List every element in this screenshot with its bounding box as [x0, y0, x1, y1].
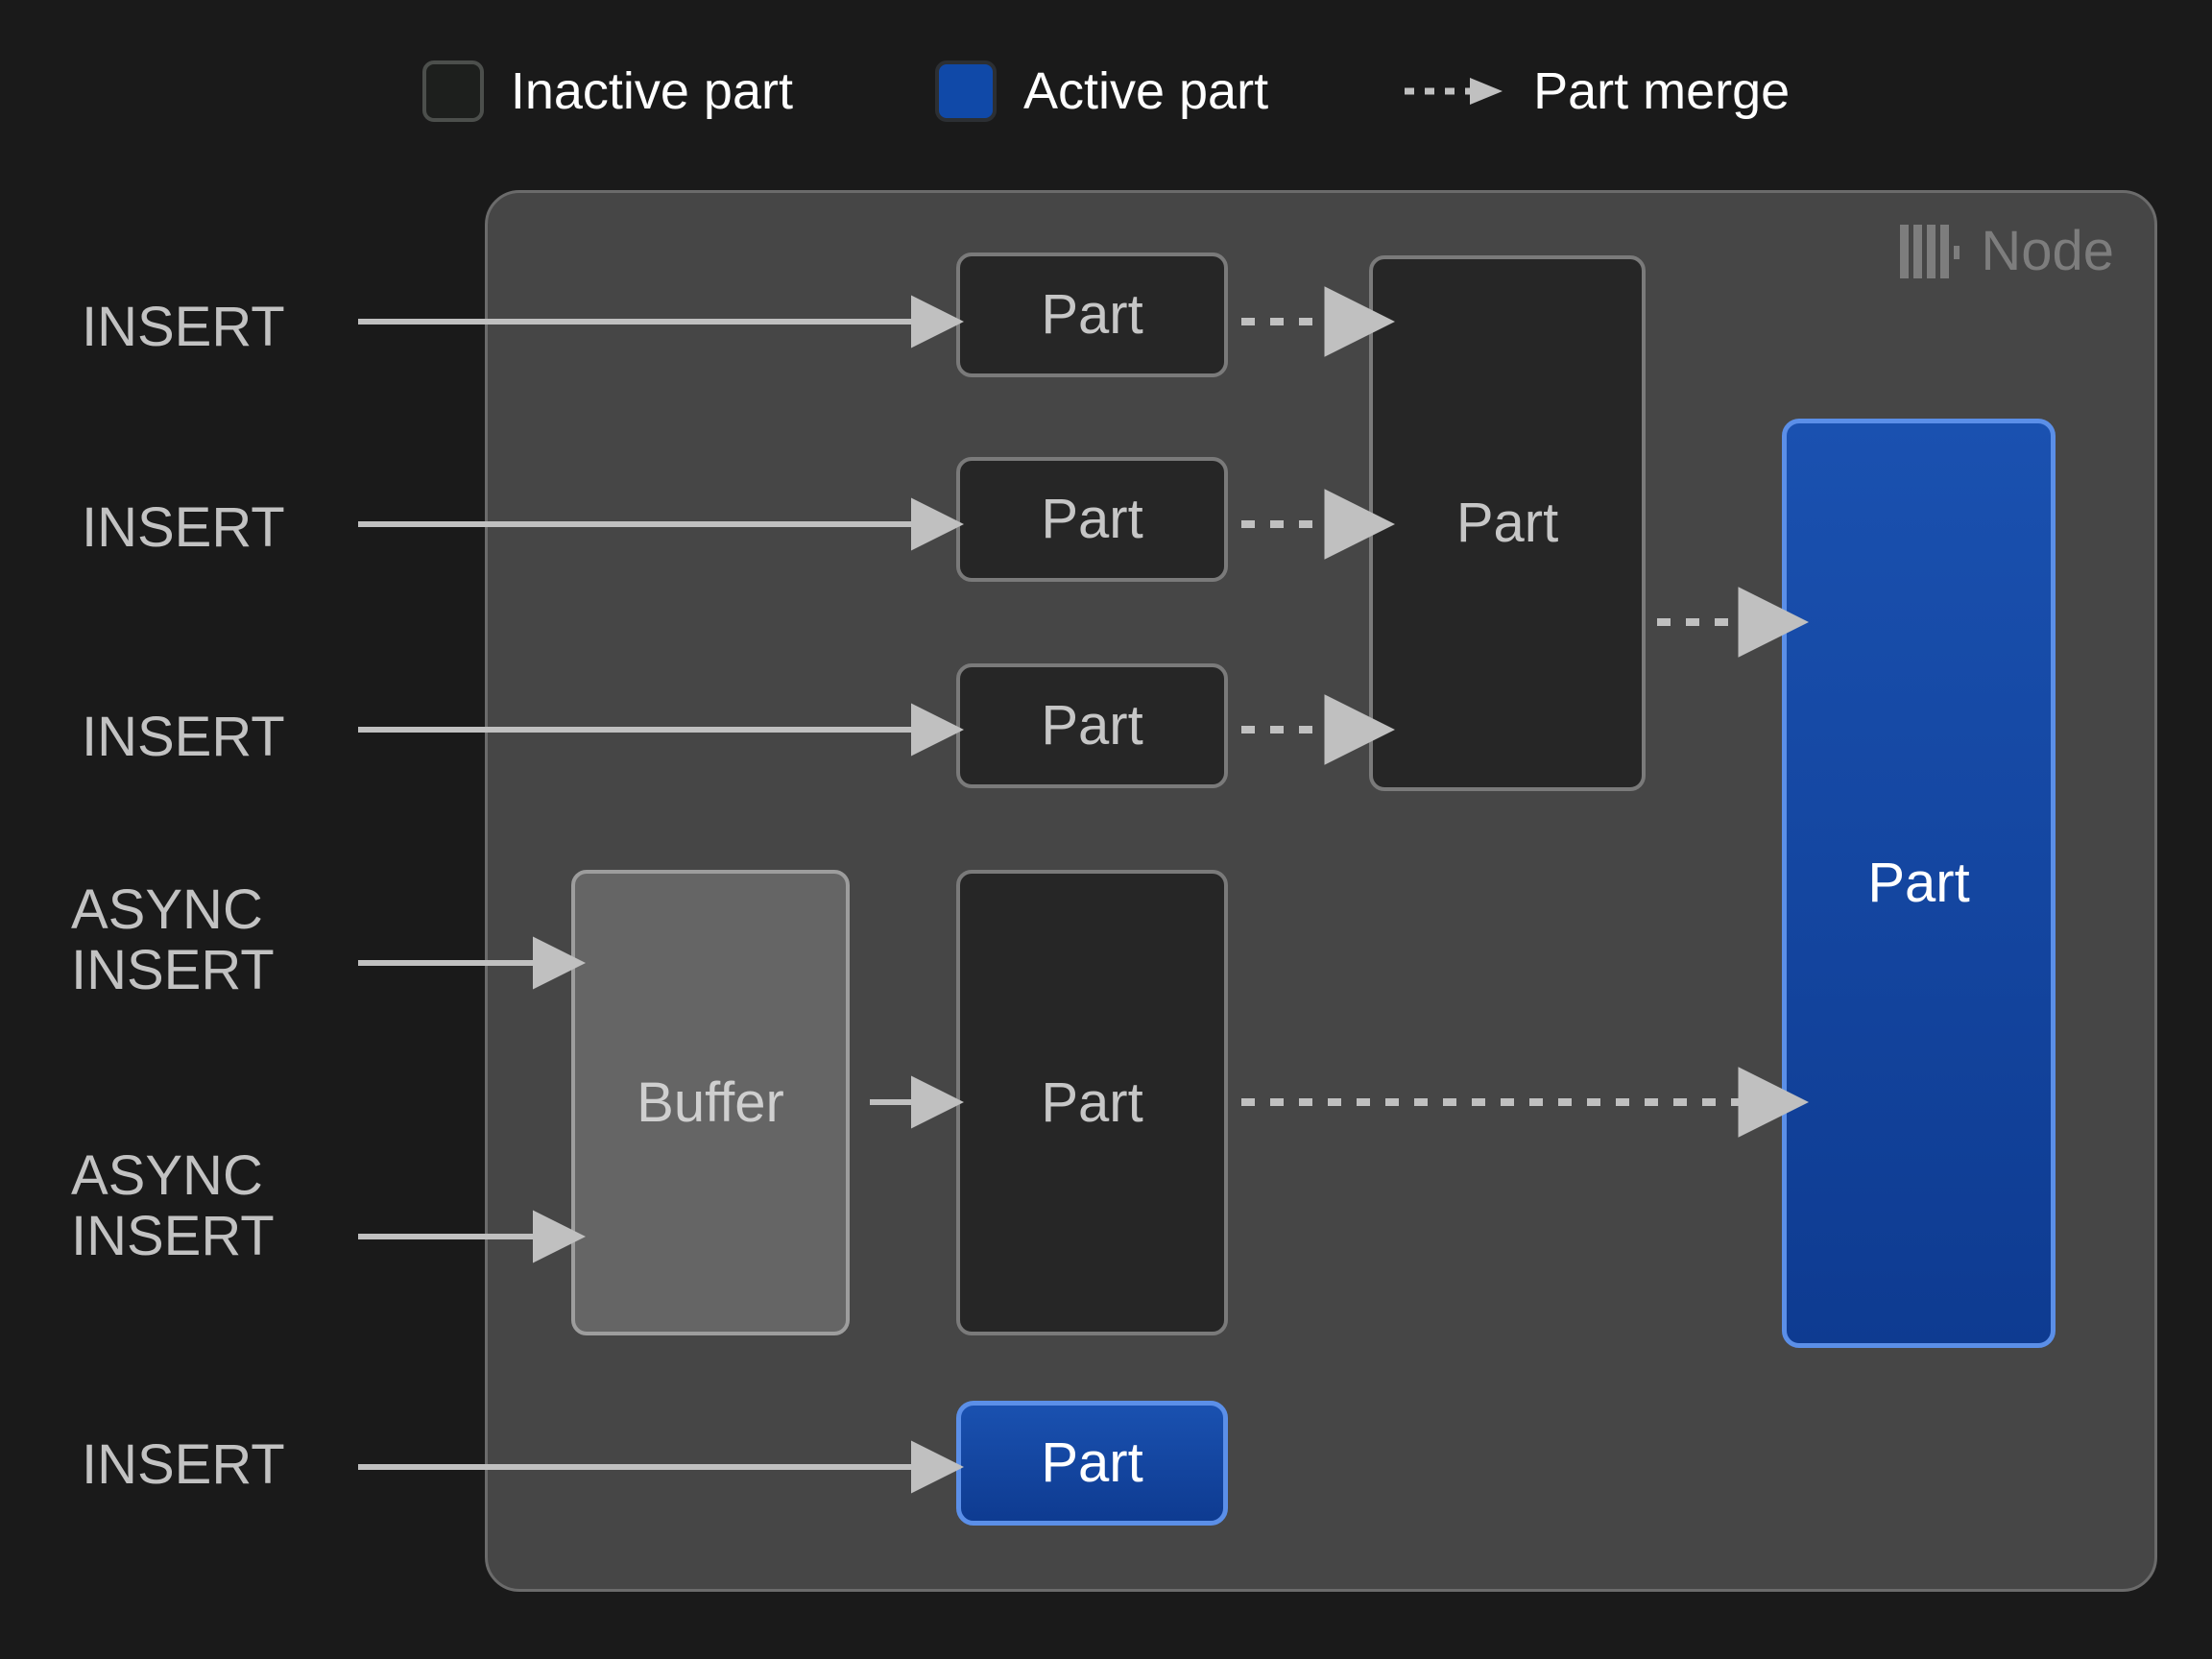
clickhouse-logo-icon	[1900, 225, 1960, 278]
part-label: Part	[1041, 1431, 1143, 1494]
part-box-from-buffer[interactable]: Part	[956, 870, 1228, 1335]
part-box-merged[interactable]: Part	[1369, 255, 1646, 791]
legend-item-active-part: Active part	[934, 60, 1269, 122]
buffer-box[interactable]: Buffer	[571, 870, 850, 1335]
part-label: Part	[1041, 1070, 1143, 1134]
legend-label-inactive-part: Inactive part	[510, 62, 793, 120]
part-label: Part	[1041, 694, 1143, 757]
input-label-async-insert-2: ASYNC INSERT	[71, 1144, 275, 1267]
node-badge: Node	[1900, 224, 2114, 279]
legend-label-part-merge: Part merge	[1533, 62, 1791, 120]
part-label: Part	[1041, 283, 1143, 346]
buffer-label: Buffer	[637, 1070, 784, 1134]
node-title: Node	[1981, 220, 2114, 282]
part-box-staged-2[interactable]: Part	[956, 457, 1228, 582]
legend-item-inactive-part: Inactive part	[421, 60, 793, 122]
dashed-arrow-icon	[1405, 78, 1503, 105]
part-label: Part	[1867, 852, 1970, 914]
part-box-staged-3[interactable]: Part	[956, 663, 1228, 788]
input-label-async-insert-1: ASYNC INSERT	[71, 878, 275, 1001]
legend-label-active-part: Active part	[1022, 62, 1269, 120]
input-label-insert-1: INSERT	[82, 296, 285, 358]
input-label-insert-4: INSERT	[82, 1433, 285, 1496]
inactive-part-swatch	[421, 60, 484, 122]
part-box-final-active[interactable]: Part	[1782, 419, 2056, 1348]
part-label: Part	[1041, 488, 1143, 550]
input-label-insert-3: INSERT	[82, 706, 285, 768]
part-box-direct-active[interactable]: Part	[956, 1401, 1228, 1526]
active-part-swatch	[934, 60, 997, 122]
part-label: Part	[1455, 492, 1559, 554]
legend-item-part-merge: Part merge	[1403, 65, 1790, 117]
legend: Inactive part Active part Part merge	[0, 38, 2212, 144]
part-box-staged-1[interactable]: Part	[956, 252, 1228, 377]
input-label-insert-2: INSERT	[82, 496, 285, 559]
